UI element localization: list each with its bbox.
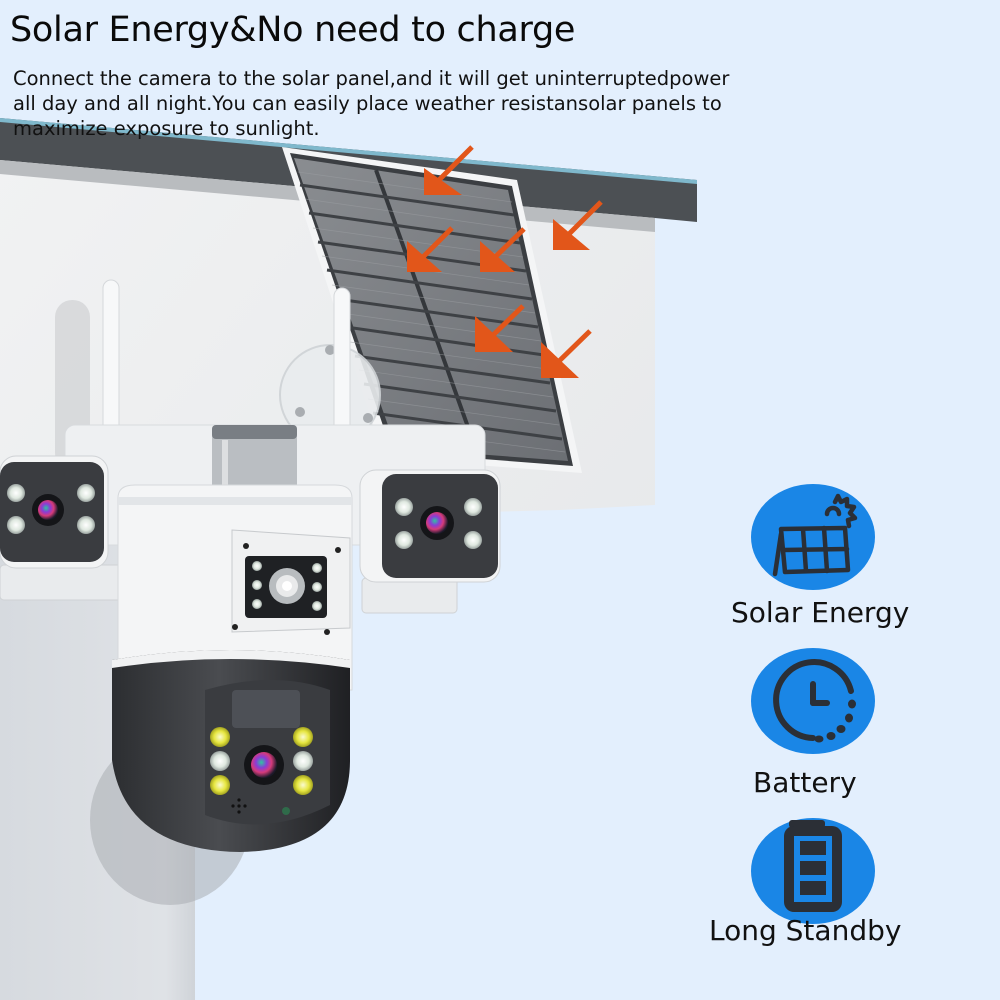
arrow-down-left-icon <box>480 227 526 272</box>
arrow-down-left-icon <box>407 226 454 272</box>
description-line: maximize exposure to sunlight. <box>13 117 320 140</box>
sunlight-arrows <box>407 145 603 378</box>
feature-label: Long Standby <box>709 914 902 947</box>
battery-full-icon <box>751 818 875 924</box>
arrow-down-left-icon <box>553 200 603 250</box>
security-camera <box>0 424 501 852</box>
left-bullet-camera <box>0 455 109 569</box>
arrow-down-left-icon <box>541 329 592 378</box>
arrow-down-left-icon <box>424 145 474 195</box>
solar-panel-icon <box>751 484 875 590</box>
feature-label: Battery <box>753 766 857 799</box>
description-line: Connect the camera to the solar panel,an… <box>13 67 730 90</box>
feature-label: Solar Energy <box>731 596 910 629</box>
description-line: all day and all night.You can easily pla… <box>13 92 722 115</box>
arrow-down-left-icon <box>475 304 525 352</box>
ptz-dome <box>112 650 350 852</box>
center-fixed-camera <box>231 529 351 635</box>
page-title: Solar Energy&No need to charge <box>10 10 576 50</box>
solar-panel <box>282 147 582 473</box>
wall-mount <box>279 344 384 448</box>
clock-icon <box>751 648 875 754</box>
description: Connect the camera to the solar panel,an… <box>13 66 833 141</box>
right-bullet-camera <box>359 469 501 583</box>
